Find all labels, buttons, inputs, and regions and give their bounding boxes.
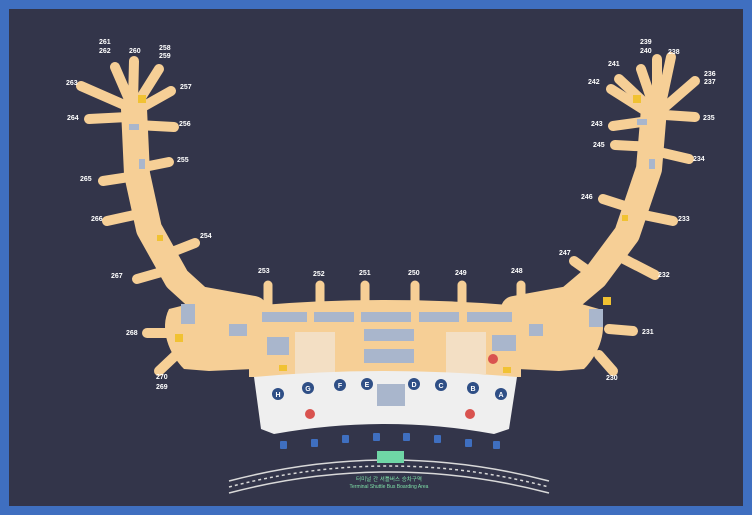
counter-b-label: B <box>470 386 475 393</box>
gate-255-label: 255 <box>177 157 189 164</box>
gate-267-label: 267 <box>111 273 123 280</box>
bus-area-english-label: Terminal Shuttle Bus Boarding Area <box>350 484 429 490</box>
terminal-map[interactable]: H G F E D C B A 터미널 간 셔틀버스 승차구역 Terminal… <box>9 9 752 524</box>
bus-road-outer <box>228 471 550 494</box>
gate-266-label: 266 <box>91 216 103 223</box>
counter-a-label: A <box>498 392 503 399</box>
checkin-counters[interactable] <box>272 378 507 400</box>
gate-256-label: 256 <box>179 121 191 128</box>
gate-268-label: 268 <box>126 330 138 337</box>
gate-251-label: 251 <box>359 270 371 277</box>
gate-232-label: 232 <box>658 272 670 279</box>
gate-248-label: 248 <box>511 268 523 275</box>
gate-254-label: 254 <box>200 233 212 240</box>
restricted-area-icons <box>305 354 498 419</box>
gate-230-label: 230 <box>606 375 618 382</box>
hatched-zone-right <box>446 332 486 374</box>
gate-253-label: 253 <box>258 268 270 275</box>
counter-f-label: F <box>338 383 343 390</box>
gate-261-label: 261 <box>99 39 111 46</box>
gate-242-label: 242 <box>588 79 600 86</box>
gate-231-label: 231 <box>642 329 654 336</box>
exit-doors <box>280 433 500 449</box>
gate-239-label: 239 <box>640 39 652 46</box>
hatched-zone-left <box>295 332 335 374</box>
gate-243-label: 243 <box>591 121 603 128</box>
gate-269-label: 269 <box>156 384 168 391</box>
gate-264-label: 264 <box>67 115 79 122</box>
gate-235-label: 235 <box>703 115 715 122</box>
gate-233-label: 233 <box>678 216 690 223</box>
counter-g-label: G <box>305 386 311 393</box>
gate-241-label: 241 <box>608 61 620 68</box>
gate-246-label: 246 <box>581 194 593 201</box>
gate-265-label: 265 <box>80 176 92 183</box>
escalator-icons <box>138 95 641 373</box>
gate-270-label: 270 <box>156 374 168 381</box>
gate-240-label: 240 <box>640 48 652 55</box>
counter-d-label: D <box>411 382 416 389</box>
gate-263-label: 263 <box>66 80 78 87</box>
gate-258-label: 258 <box>159 45 171 52</box>
gate-249-label: 249 <box>455 270 467 277</box>
gate-250-label: 250 <box>408 270 420 277</box>
counter-c-label: C <box>438 383 443 390</box>
gate-238-label: 238 <box>668 49 680 56</box>
facility-blocks <box>129 119 655 406</box>
gate-259-label: 259 <box>159 53 171 60</box>
airside-concourse-right <box>517 299 604 371</box>
gate-257-label: 257 <box>180 84 192 91</box>
bus-area-korean-label: 터미널 간 셔틀버스 승차구역 <box>356 475 422 483</box>
bus-road-inner <box>228 465 550 488</box>
gate-260-label: 260 <box>129 48 141 55</box>
counter-e-label: E <box>365 382 370 389</box>
gate-236-label: 236 <box>704 71 716 78</box>
gate-262-label: 262 <box>99 48 111 55</box>
gate-237-label: 237 <box>704 79 716 86</box>
counter-h-label: H <box>275 392 280 399</box>
gate-labels: 261 262 260 258 259 263 257 264 256 255 … <box>66 39 716 391</box>
gate-247-label: 247 <box>559 250 571 257</box>
shuttle-bus-stop[interactable] <box>377 451 404 463</box>
gate-252-label: 252 <box>313 271 325 278</box>
gate-245-label: 245 <box>593 142 605 149</box>
gate-234-label: 234 <box>693 156 705 163</box>
